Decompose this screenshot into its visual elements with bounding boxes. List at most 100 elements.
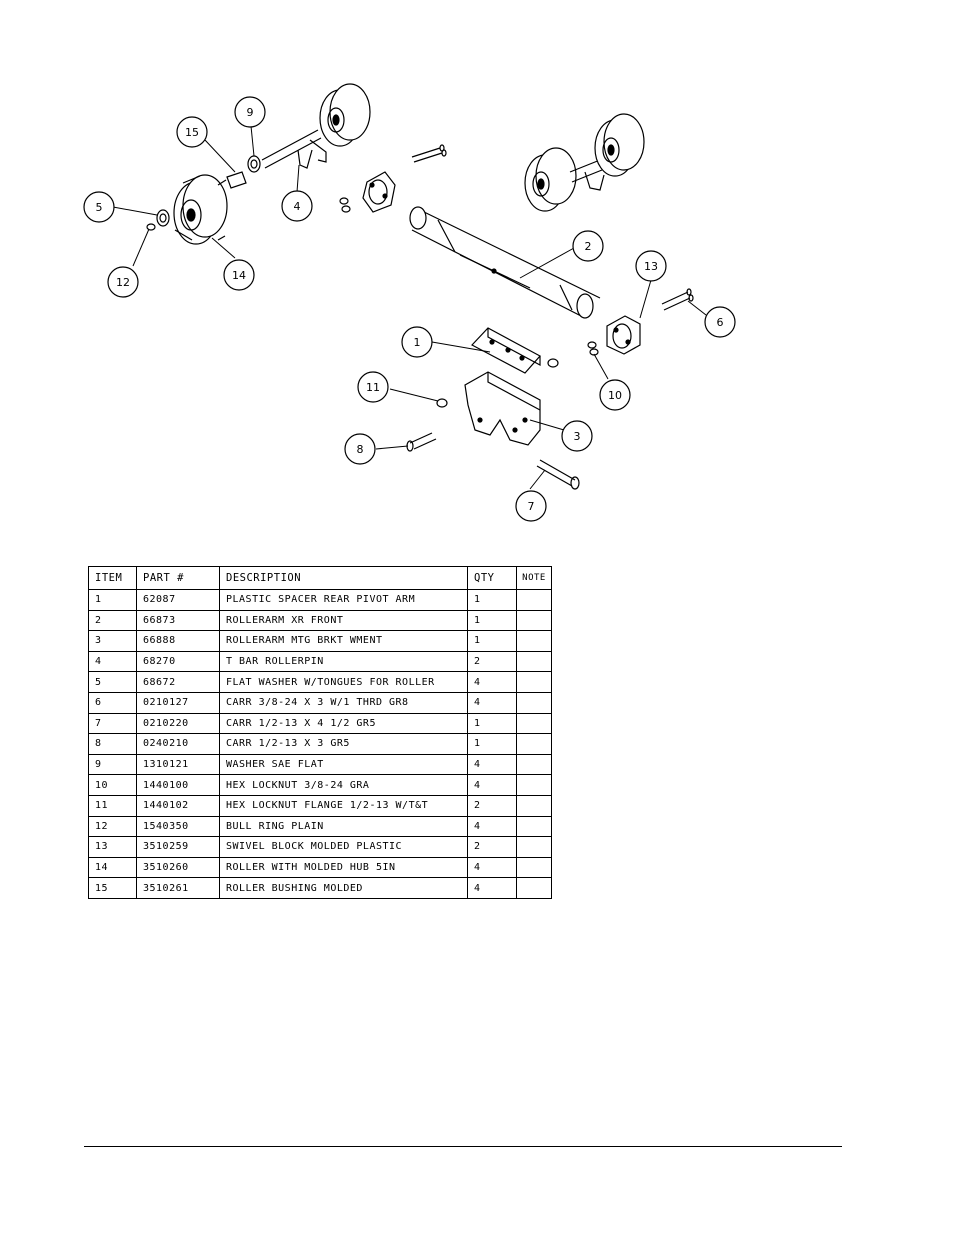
cell-qty: 1 xyxy=(467,589,517,611)
callout-label: 6 xyxy=(717,316,724,329)
callout-5: 5 xyxy=(83,191,115,223)
cell-part: 3510260 xyxy=(136,856,220,879)
cell-part: 3510261 xyxy=(136,877,220,899)
cell-part: 1540350 xyxy=(136,815,220,838)
cell-description: T BAR ROLLERPIN xyxy=(219,650,468,673)
callout-14: 14 xyxy=(223,259,255,291)
cell-description: WASHER SAE FLAT xyxy=(219,753,468,776)
bolt-8 xyxy=(406,432,437,452)
callout-13: 13 xyxy=(635,250,667,282)
cell-qty: 4 xyxy=(467,671,517,693)
callout-label: 11 xyxy=(366,381,380,394)
cell-part: 68672 xyxy=(136,671,220,693)
right-roller-assembly xyxy=(524,113,645,212)
callout-label: 7 xyxy=(528,500,535,513)
table-header-row: ITEM PART # DESCRIPTION QTY NOTE xyxy=(88,566,552,590)
cell-item: 5 xyxy=(88,671,137,693)
cell-qty: 4 xyxy=(467,856,517,879)
cell-qty: 1 xyxy=(467,630,517,652)
cell-item: 7 xyxy=(88,712,137,735)
cell-description: PLASTIC SPACER REAR PIVOT ARM xyxy=(219,589,468,611)
callout-label: 3 xyxy=(574,430,581,443)
cell-description: ROLLERARM XR FRONT xyxy=(219,609,468,632)
cell-part: 62087 xyxy=(136,589,220,611)
callout-label: 14 xyxy=(232,269,246,282)
leader-lines xyxy=(112,125,707,490)
cell-note xyxy=(516,774,552,796)
callout-label: 5 xyxy=(96,201,103,214)
cell-item: 13 xyxy=(88,836,137,858)
cell-qty: 4 xyxy=(467,774,517,796)
cell-part: 1310121 xyxy=(136,753,220,776)
cell-item: 4 xyxy=(88,650,137,673)
cell-description: HEX LOCKNUT 3/8-24 GRA xyxy=(219,774,468,796)
col-header-description: DESCRIPTION xyxy=(219,566,468,590)
cell-item: 1 xyxy=(88,589,137,611)
cell-description: ROLLER WITH MOLDED HUB 5IN xyxy=(219,856,468,879)
cell-qty: 1 xyxy=(467,609,517,632)
col-header-item: ITEM xyxy=(88,566,137,590)
cell-note xyxy=(516,671,552,693)
cell-note xyxy=(516,609,552,632)
carriage-bolts-6 xyxy=(661,288,694,311)
cell-item: 15 xyxy=(88,877,137,899)
cell-qty: 2 xyxy=(467,650,517,673)
cell-item: 6 xyxy=(88,691,137,714)
cell-note xyxy=(516,650,552,673)
cell-part: 66873 xyxy=(136,609,220,632)
cell-part: 1440102 xyxy=(136,794,220,817)
cell-description: CARR 1/2-13 X 4 1/2 GR5 xyxy=(219,712,468,735)
left-roller-14 xyxy=(173,174,228,245)
cell-item: 3 xyxy=(88,630,137,652)
cell-description: ROLLERARM MTG BRKT WMENT xyxy=(219,630,468,652)
callout-12: 12 xyxy=(107,266,139,298)
callout-label: 12 xyxy=(116,276,130,289)
cell-part: 0210127 xyxy=(136,691,220,714)
locknuts-10 xyxy=(587,341,599,356)
bull-ring-12 xyxy=(146,223,156,231)
cell-qty: 4 xyxy=(467,753,517,776)
carriage-bolts-top xyxy=(411,144,447,163)
callout-7: 7 xyxy=(515,490,547,522)
swivel-block-left xyxy=(362,171,396,213)
cell-part: 3510259 xyxy=(136,836,220,858)
cell-part: 68270 xyxy=(136,650,220,673)
cell-description: BULL RING PLAIN xyxy=(219,815,468,838)
callout-label: 2 xyxy=(585,240,592,253)
washer-9 xyxy=(247,155,261,173)
callout-15: 15 xyxy=(176,116,208,148)
nut-small xyxy=(547,358,559,368)
callout-label: 4 xyxy=(294,200,301,213)
locknuts-left xyxy=(339,197,351,213)
callout-label: 9 xyxy=(247,106,254,119)
cell-qty: 4 xyxy=(467,691,517,714)
cell-description: ROLLER BUSHING MOLDED xyxy=(219,877,468,899)
cell-note xyxy=(516,856,552,879)
bracket-3 xyxy=(464,371,541,446)
cell-qty: 1 xyxy=(467,712,517,735)
flange-nut-11 xyxy=(436,398,448,408)
cell-note xyxy=(516,589,552,611)
col-header-qty: QTY xyxy=(467,566,517,590)
callout-10: 10 xyxy=(599,379,631,411)
cell-note xyxy=(516,815,552,838)
col-header-note: NOTE xyxy=(516,566,552,590)
cell-note xyxy=(516,733,552,755)
callout-label: 1 xyxy=(414,336,421,349)
cell-qty: 4 xyxy=(467,877,517,899)
roller-pin-4-assembly xyxy=(261,83,371,169)
washer-5 xyxy=(156,209,170,227)
callout-3: 3 xyxy=(561,420,593,452)
